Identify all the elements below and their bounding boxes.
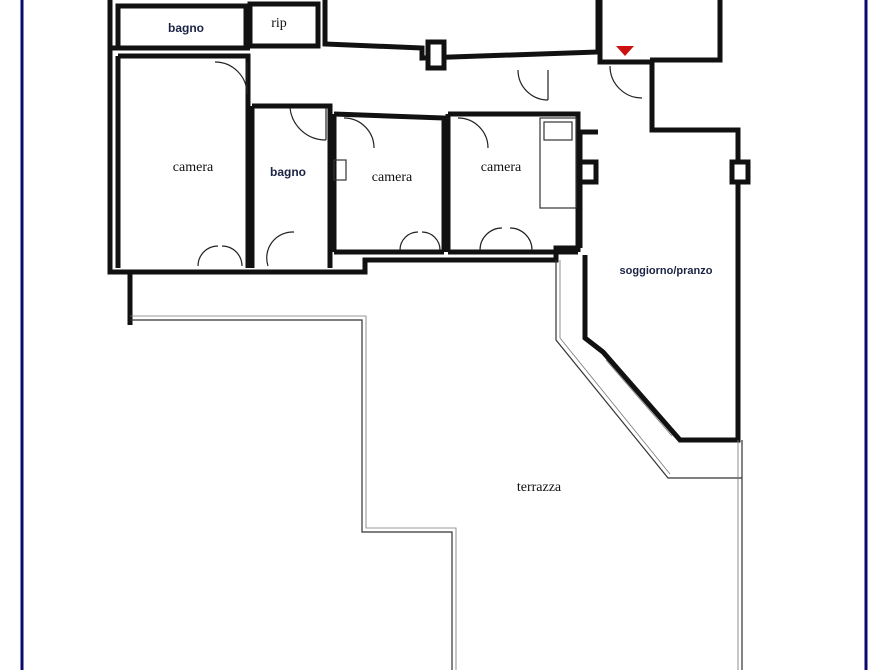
room-label-bagno-mid: bagno bbox=[270, 165, 306, 179]
red-triangle-icon bbox=[616, 46, 634, 56]
room-label-soggiorno: soggiorno/pranzo bbox=[620, 265, 713, 277]
terrace-outline bbox=[130, 260, 743, 670]
doors bbox=[197, 61, 643, 267]
room-label-terrazza: terrazza bbox=[517, 480, 562, 495]
page-frame bbox=[20, 0, 868, 670]
room-label-rip: rip bbox=[271, 16, 287, 31]
exterior-walls bbox=[107, 0, 741, 443]
room-label-camera-center: camera bbox=[372, 170, 413, 185]
room-label-bagno-top: bagno bbox=[168, 21, 204, 35]
room-label-camera-right: camera bbox=[481, 160, 522, 175]
room-label-camera-left: camera bbox=[173, 160, 214, 175]
interior-walls bbox=[115, 1, 751, 268]
